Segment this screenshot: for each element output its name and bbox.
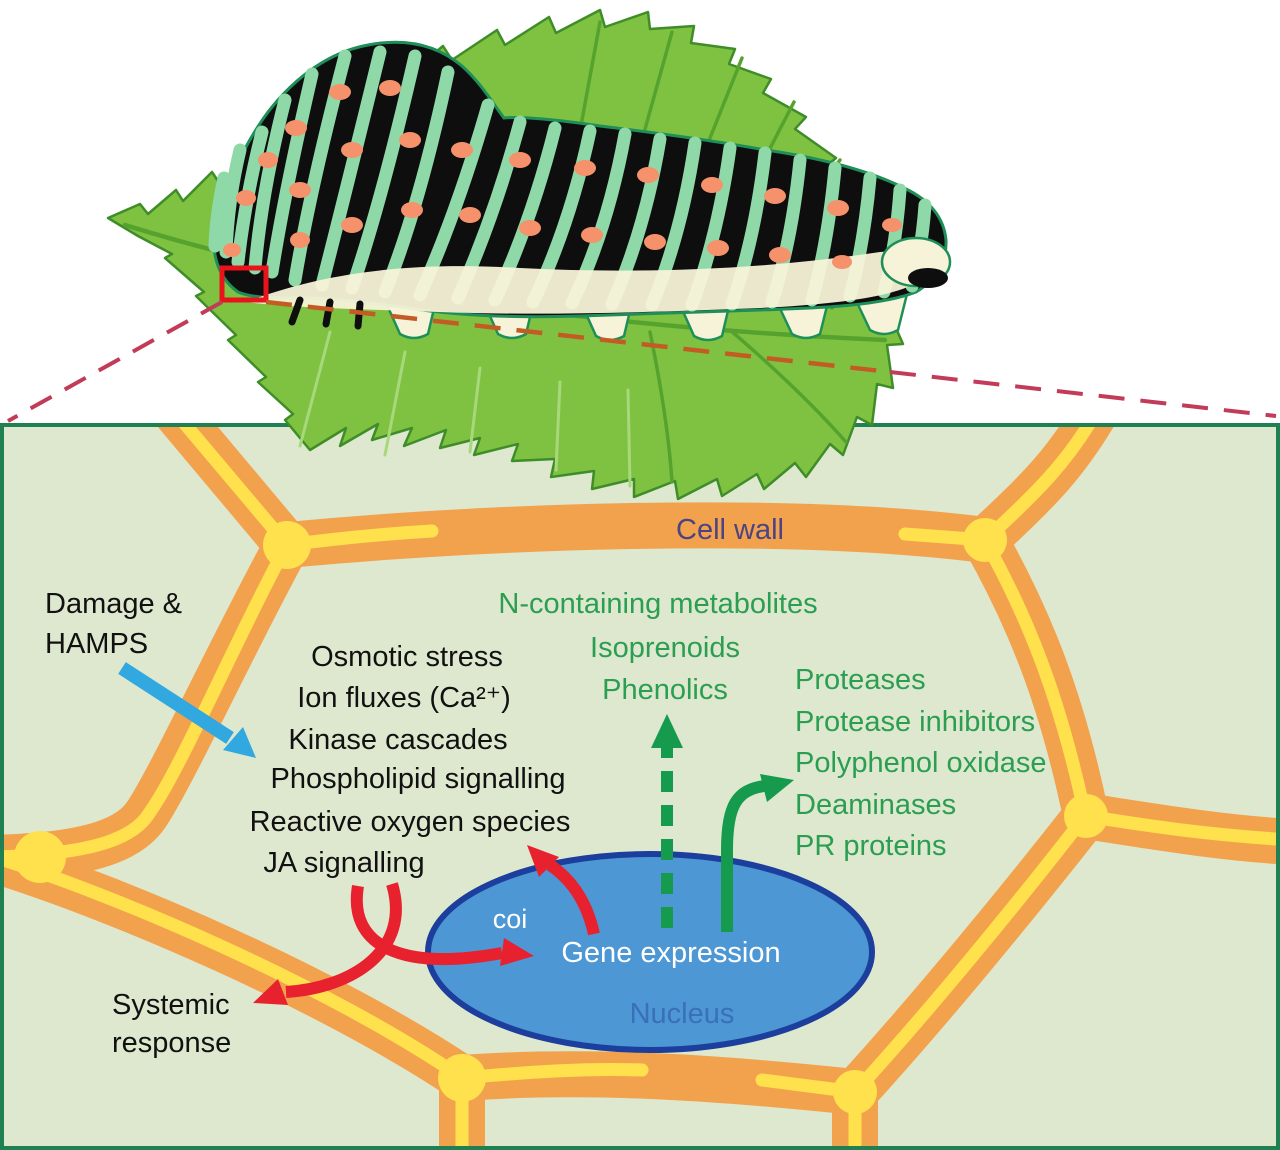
lamella-line xyxy=(455,1062,649,1085)
cell-wall-label: Cell wall xyxy=(676,514,784,546)
leaf-vein xyxy=(298,330,332,448)
lamella-line xyxy=(848,813,1089,1099)
leaf-vein xyxy=(383,350,407,457)
cell-wall-middle-lamella xyxy=(4,427,1276,1146)
lamella-line xyxy=(978,427,1095,547)
diagram-arrows xyxy=(118,662,794,1005)
caterpillar-belly xyxy=(246,251,923,314)
lamella-line xyxy=(280,524,439,552)
protein-proteases: Proteases xyxy=(795,664,926,696)
metabolites-n-containing: N-containing metabolites xyxy=(498,588,818,620)
zoom-dashed-line-left xyxy=(7,300,223,423)
systemic-response-label-line2: response xyxy=(112,1027,232,1059)
leaf-vein xyxy=(648,330,674,484)
damage-hamps-label-line1: Damage & xyxy=(45,588,183,620)
caterpillar-tail-spot xyxy=(908,268,948,288)
leaf-vein xyxy=(554,380,562,472)
lamella-line xyxy=(4,545,290,864)
lamella-line xyxy=(179,427,294,552)
lamella-line xyxy=(1079,809,1276,846)
lamella-line xyxy=(4,853,465,1082)
damage-signal-arrow xyxy=(118,662,256,758)
caterpillar-illustration xyxy=(208,40,952,342)
cascade-osmotic-stress: Osmotic stress xyxy=(311,641,503,673)
leaf-vein xyxy=(626,388,632,488)
cascade-ja-signalling: JA signalling xyxy=(263,847,425,879)
defense-proteins-arrow xyxy=(721,774,794,932)
caterpillar-legs xyxy=(288,296,364,330)
cascade-kinase-cascades: Kinase cascades xyxy=(288,724,508,756)
zoom-dashed-line-right-leaf xyxy=(265,299,891,375)
protein-protease-inhibitors: Protease inhibitors xyxy=(795,706,1036,738)
cell-panel xyxy=(0,423,1280,1150)
leaf-veins-light xyxy=(298,330,632,488)
systemic-response-arrow xyxy=(253,882,402,1005)
leaf-vein xyxy=(468,366,482,454)
zoom-dashed-line-right xyxy=(889,370,1277,418)
metabolites-phenolics: Phenolics xyxy=(602,674,728,706)
lamella-line xyxy=(981,539,1091,817)
gene-expression-label: Gene expression xyxy=(561,937,781,969)
systemic-response-label-line1: Systemic xyxy=(112,989,230,1021)
protein-deaminases: Deaminases xyxy=(795,789,957,821)
protein-polyphenol-oxidase: Polyphenol oxidase xyxy=(795,747,1047,779)
cascade-phospholipid-signalling: Phospholipid signalling xyxy=(270,763,566,795)
lamella-line xyxy=(755,1073,862,1099)
caterpillar-spots xyxy=(223,80,902,269)
zoom-region-box xyxy=(219,265,269,303)
phenolics-arrow xyxy=(651,714,683,928)
protein-pr-proteins: PR proteins xyxy=(795,830,947,862)
metabolites-isoprenoids: Isoprenoids xyxy=(590,632,740,664)
damage-hamps-label-line2: HAMPS xyxy=(45,628,149,660)
cascade-reactive-oxygen-species: Reactive oxygen species xyxy=(249,806,571,838)
coi-label: coi xyxy=(492,904,528,934)
cascade-ion-fluxes: Ion fluxes (Ca²⁺) xyxy=(297,682,511,714)
ros-feedback-arrow xyxy=(527,845,600,936)
leaf-vein xyxy=(728,328,848,444)
lamella-line xyxy=(898,527,992,547)
nucleus-label: Nucleus xyxy=(629,998,735,1030)
nucleus-ellipse xyxy=(425,851,875,1053)
